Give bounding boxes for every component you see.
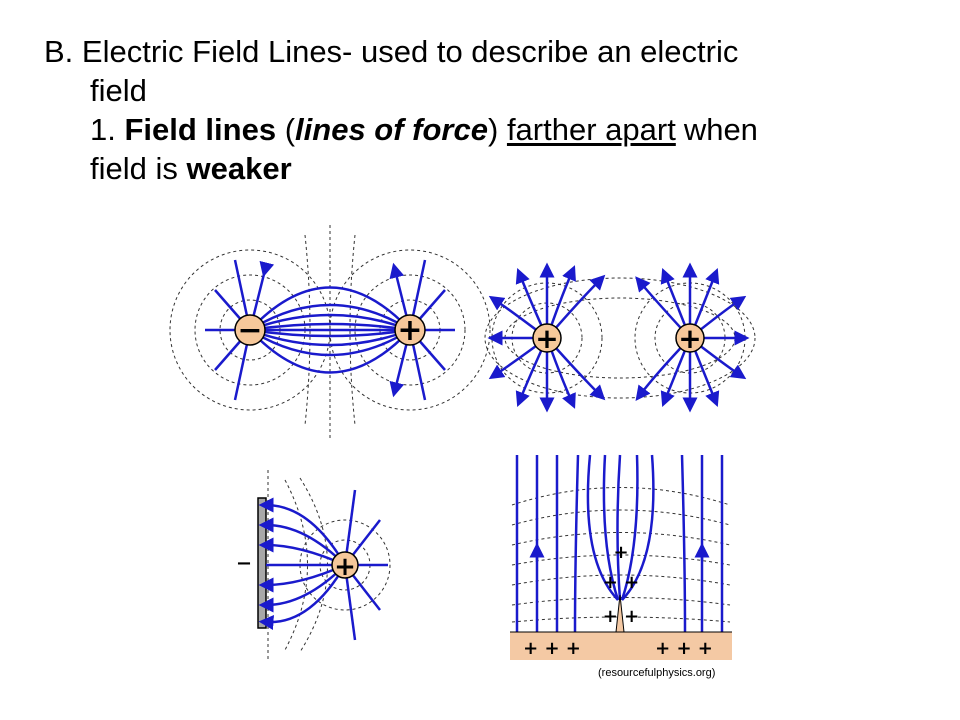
heading-line: B. Electric Field Lines- used to describ…	[44, 32, 924, 71]
dipole-field-lines	[205, 259, 455, 401]
positive-charge	[394, 314, 426, 346]
plate-plus-symbol: +	[334, 552, 356, 582]
when-text: when	[683, 112, 758, 147]
plate-charge-diagram: + –	[237, 470, 391, 660]
negative-symbol: −	[237, 313, 262, 348]
farther-apart-text: farther apart	[506, 112, 676, 147]
right-positive-charge	[675, 323, 705, 353]
conductor-diagram: + + + + + + + + + + +	[510, 454, 732, 660]
negative-plate	[257, 497, 267, 629]
positive-symbol: +	[397, 313, 422, 348]
plate-positive-charge	[331, 551, 359, 579]
weaker-term: weaker	[186, 151, 292, 186]
right-plus-symbol: +	[678, 322, 701, 355]
point-number: 1.	[90, 112, 116, 147]
plate-field-lines	[258, 489, 388, 641]
heading-cont-text: field	[90, 73, 147, 108]
conducting-surface	[510, 632, 732, 660]
surface-charges-left: + + +	[523, 638, 581, 659]
dipole-diagram: − +	[169, 225, 491, 440]
field-lines-term: Field lines	[124, 112, 277, 147]
point-charges-lower: + +	[603, 606, 639, 627]
like-charges-diagram: + +	[484, 262, 756, 413]
slide-text: B. Electric Field Lines- used to describ…	[44, 32, 924, 188]
plate-minus-label: –	[237, 545, 252, 580]
surface-charges-right: + + +	[655, 638, 713, 659]
left-plus-symbol: +	[535, 322, 558, 355]
negative-charge	[234, 314, 266, 346]
heading-text: B. Electric Field Lines- used to describ…	[44, 34, 739, 69]
paren-open: (	[284, 112, 296, 147]
left-positive-charge	[532, 323, 562, 353]
point-charge-top: +	[613, 542, 628, 563]
sharp-point	[615, 594, 625, 633]
field-is-text: field is	[90, 151, 178, 186]
image-credit: (resourcefulphysics.org)	[598, 667, 716, 679]
point-1-continuation: field is weaker	[44, 149, 924, 188]
point-charges-middle: + +	[603, 572, 639, 593]
heading-continuation: field	[44, 71, 924, 110]
dipole-equipotentials	[169, 225, 491, 440]
lines-of-force-term: lines of force	[295, 112, 488, 147]
conductor-field-lines	[515, 454, 724, 633]
point-1: 1. Field lines (lines of force) farther …	[44, 110, 924, 149]
paren-close: )	[487, 112, 499, 147]
